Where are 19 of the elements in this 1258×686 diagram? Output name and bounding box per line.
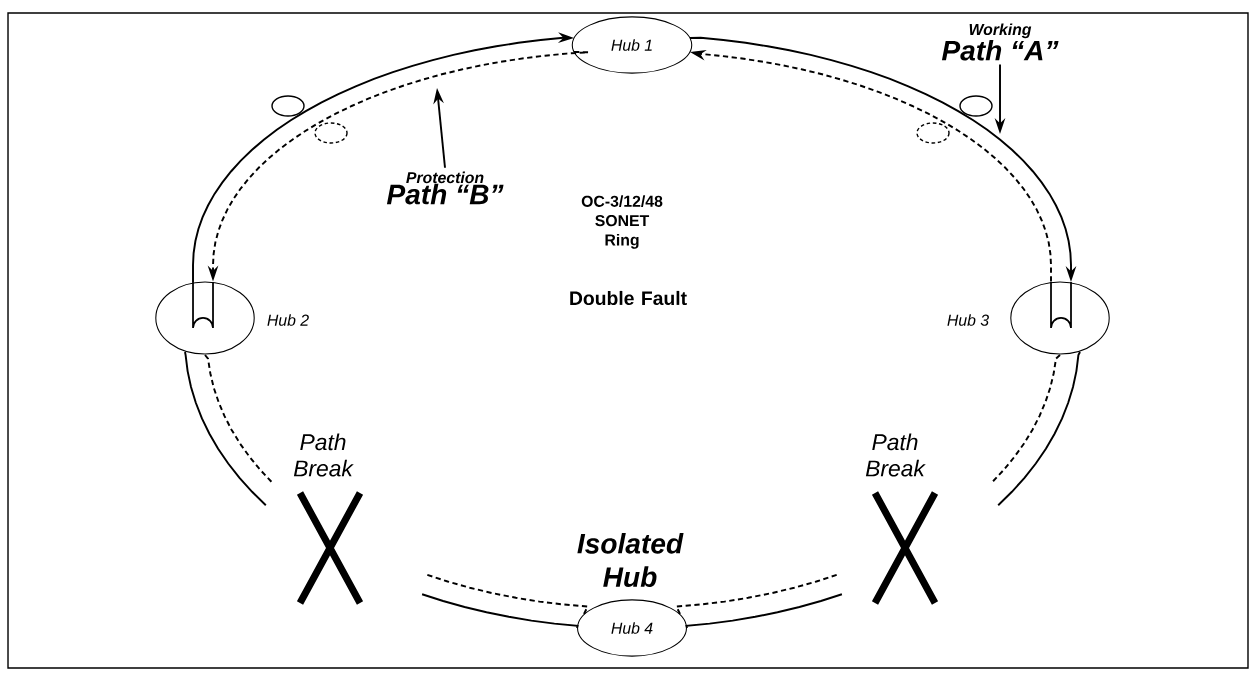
break-label: Path Break	[293, 433, 354, 477]
hub-label: Hub 2	[267, 314, 309, 326]
ring-path	[685, 593, 843, 629]
hub-label: Hub 3	[947, 314, 989, 326]
ring-path	[204, 354, 273, 483]
ring-path	[425, 573, 590, 615]
path-label: Working Path “A”	[941, 23, 1059, 61]
ring-path	[184, 351, 267, 507]
break-label: Path Break	[865, 433, 926, 477]
isolated-label: Isolated Hub	[577, 533, 684, 587]
hub-ellipse	[1010, 281, 1110, 355]
ring-label: OC-3/12/48 SONET Ring	[581, 195, 663, 249]
ring-path	[674, 573, 839, 615]
ring-path	[991, 354, 1061, 483]
path-label: Protection Path “B”	[386, 171, 504, 205]
ring-path	[421, 593, 579, 629]
ring-path	[997, 351, 1081, 507]
fault-label: Double Fault	[570, 290, 687, 306]
hub-ellipse	[155, 281, 255, 355]
